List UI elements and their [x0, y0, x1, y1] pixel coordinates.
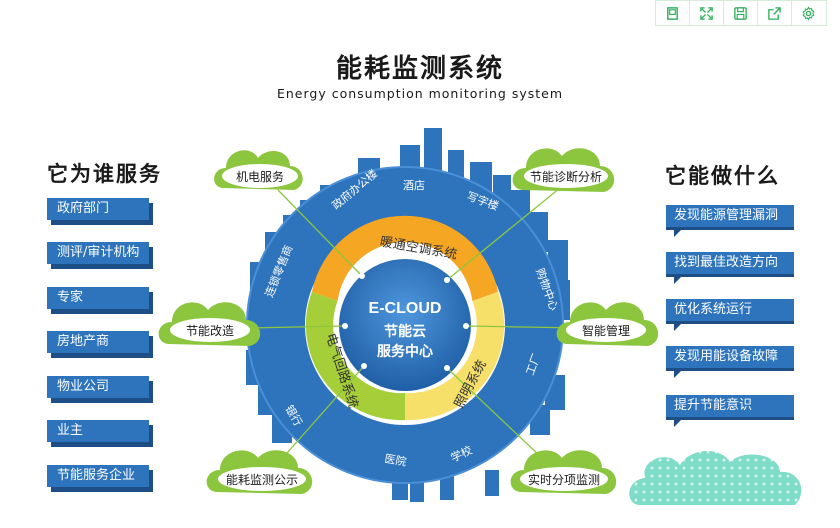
share-icon — [768, 6, 781, 20]
right-item-direction: 找到最佳改造方向 — [666, 252, 794, 284]
square-icon — [667, 6, 678, 20]
settings-icon — [802, 5, 815, 21]
segment-lighting — [405, 291, 505, 421]
left-item-property: 物业公司 — [47, 376, 149, 398]
left-item-owner: 业主 — [47, 420, 149, 442]
cloud-diagnosis-label: 节能诊断分析 — [530, 169, 602, 184]
right-item-loopholes: 发现能源管理漏洞 — [666, 205, 794, 237]
building-hospital: 医院 — [383, 451, 407, 469]
center-line2: 服务中心 — [377, 343, 433, 360]
right-item-awareness: 提升节能意识 — [666, 395, 794, 427]
connector-lines — [247, 187, 581, 476]
cloud-mep: 机电服务 — [214, 150, 303, 190]
cloud-diagnosis: 节能诊断分析 — [512, 148, 615, 192]
cloud-realtime: 实时分项监测 — [510, 450, 617, 494]
right-item-optimize: 优化系统运行 — [666, 299, 794, 331]
fullscreen-button[interactable] — [690, 1, 724, 25]
left-item-esco: 节能服务企业 — [47, 465, 149, 487]
right-heading: 它能做什么 — [665, 164, 780, 188]
left-item-expert: 专家 — [47, 287, 149, 309]
cloud-smart: 智能管理 — [556, 302, 659, 346]
cloud-realtime-label: 实时分项监测 — [528, 472, 600, 487]
cloud-mep-label: 机电服务 — [236, 169, 284, 184]
decor-cloud — [629, 451, 802, 505]
fullscreen-icon — [700, 6, 713, 20]
cloud-disclosure-label: 能耗监测公示 — [226, 473, 298, 487]
page-title: 能耗监测系统 — [335, 54, 504, 84]
connector-dots — [342, 273, 469, 371]
cloud-retrofit-label: 节能改造 — [186, 324, 234, 338]
save-icon — [734, 6, 747, 20]
center-line1: 节能云 — [384, 323, 426, 340]
segment-electric — [305, 291, 405, 421]
page-subtitle: Energy consumption monitoring system — [276, 86, 564, 101]
segment-hvac — [311, 215, 499, 301]
share-button[interactable] — [758, 1, 792, 25]
square-button[interactable] — [656, 1, 690, 25]
cloud-disclosure: 能耗监测公示 — [206, 450, 313, 494]
left-item-gov: 政府部门 — [47, 198, 149, 220]
center-circle — [339, 259, 471, 391]
center-brand: E-CLOUD — [369, 300, 442, 317]
toolbar — [655, 0, 827, 26]
cloud-retrofit: 节能改造 — [158, 302, 261, 346]
left-heading: 它为谁服务 — [47, 162, 162, 186]
right-item-fault: 发现用能设备故障 — [666, 346, 794, 378]
cloud-smart-label: 智能管理 — [582, 323, 630, 338]
save-button[interactable] — [724, 1, 758, 25]
left-item-audit: 测评/审计机构 — [47, 242, 149, 264]
settings-button[interactable] — [792, 1, 825, 25]
left-item-developer: 房地产商 — [47, 331, 149, 353]
building-hotel: 酒店 — [403, 178, 425, 192]
